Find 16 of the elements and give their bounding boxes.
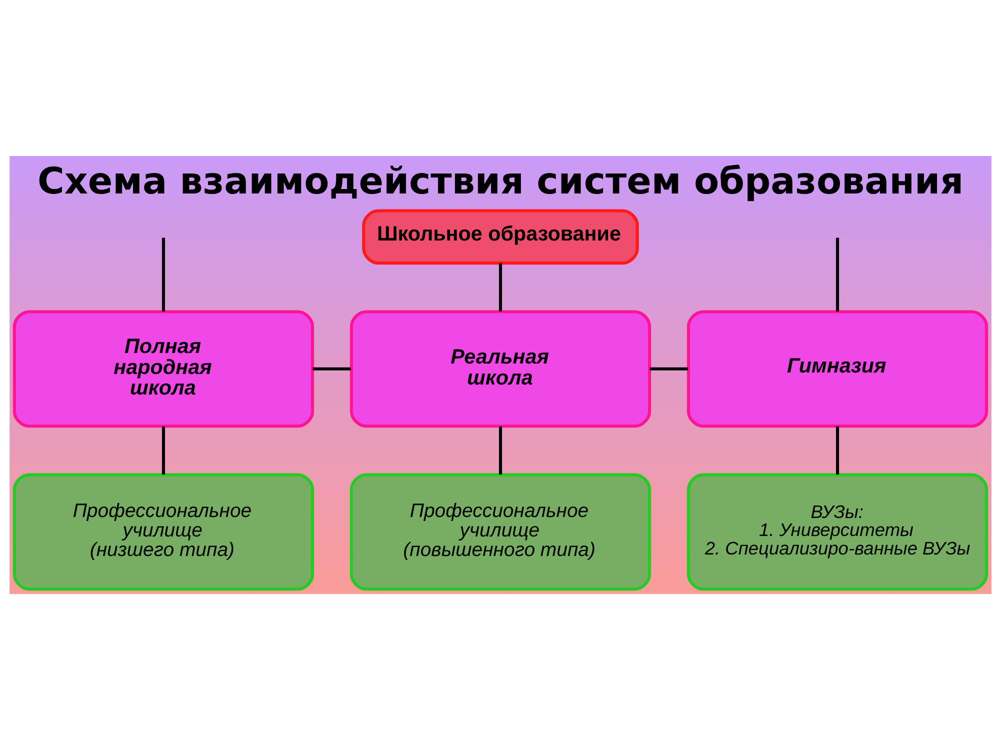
connector bbox=[836, 238, 839, 312]
connector bbox=[312, 367, 350, 370]
node-box: Полная народная школа bbox=[12, 310, 314, 428]
connector bbox=[161, 426, 164, 474]
node-box: Школьное образование bbox=[362, 209, 638, 265]
connector bbox=[161, 238, 164, 312]
node-box: Гимназия bbox=[686, 310, 988, 428]
node-box: ВУЗы: 1. Университеты 2. Специализиро-ванные ВУЗы bbox=[686, 473, 988, 591]
node-box: Профессиональное училище (низшего типа) bbox=[12, 473, 314, 591]
node-box: Реальная школа bbox=[349, 310, 651, 428]
diagram-title: Схема взаимодействия систем образования bbox=[37, 160, 964, 203]
node-box: Профессиональное училище (повышенного типа) bbox=[349, 473, 651, 591]
connector bbox=[836, 426, 839, 474]
connector bbox=[498, 263, 502, 312]
connector bbox=[498, 426, 502, 474]
connector bbox=[649, 367, 688, 370]
